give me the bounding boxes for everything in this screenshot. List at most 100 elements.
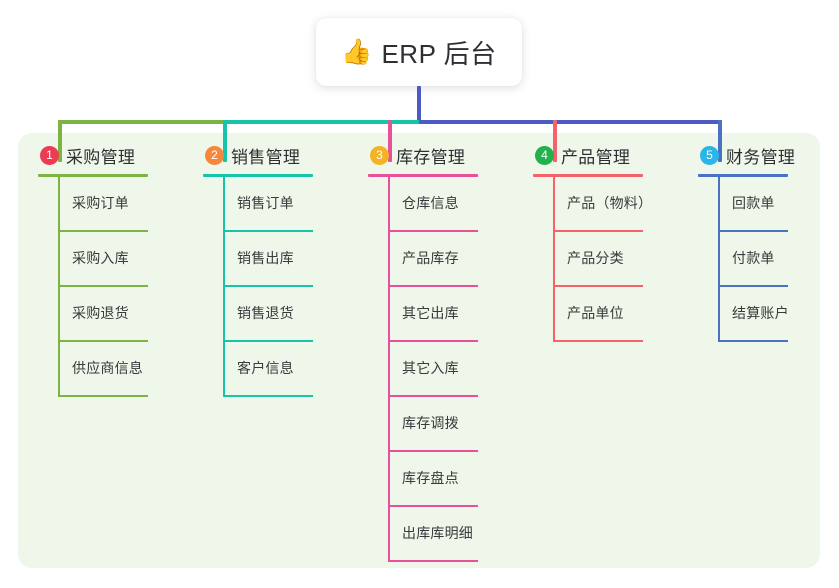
list-item-label: 其它入库 <box>402 360 459 376</box>
column-badge-3: 3 <box>370 145 389 165</box>
list-item[interactable]: 付款单 <box>698 232 828 287</box>
list-item[interactable]: 出库库明细 <box>368 507 518 562</box>
root-connector-vertical <box>417 86 421 124</box>
list-item-label: 产品分类 <box>567 250 624 266</box>
list-item-rule <box>718 285 788 287</box>
list-item-rule <box>223 285 313 287</box>
diagram-panel <box>18 133 820 568</box>
thumbs-up-icon: 👍 <box>341 37 373 66</box>
list-item-rule <box>223 230 313 232</box>
list-item-rule <box>553 230 643 232</box>
column-header-rule-2 <box>203 174 313 177</box>
list-item-label: 仓库信息 <box>402 195 459 211</box>
list-item-rule <box>388 505 478 507</box>
list-item[interactable]: 产品（物料） <box>533 177 683 232</box>
column-3: 3 库存管理仓库信息产品库存其它出库其它入库库存调拨库存盘点出库库明细 <box>368 143 518 562</box>
list-item-rule <box>58 285 148 287</box>
column-4: 4 产品管理产品（物料） 产品分类产品单位 <box>533 143 683 342</box>
list-item-label: 采购入库 <box>72 250 129 266</box>
column-2: 2 销售管理销售订单销售出库销售退货客户信息 <box>203 143 353 397</box>
list-item[interactable]: 销售退货 <box>203 287 353 342</box>
list-item-label: 采购退货 <box>72 305 129 321</box>
list-item[interactable]: 采购订单 <box>38 177 188 232</box>
column-drop-2 <box>223 120 227 162</box>
list-item[interactable]: 库存盘点 <box>368 452 518 507</box>
column-1: 1 采购管理采购订单采购入库采购退货供应商信息 <box>38 143 188 397</box>
column-spine-1 <box>58 177 60 397</box>
list-item-label: 回款单 <box>732 195 775 211</box>
column-badge-4: 4 <box>535 145 554 165</box>
bus-segment-1 <box>58 120 227 124</box>
list-item-rule <box>388 285 478 287</box>
column-drop-3 <box>388 120 392 162</box>
list-item-rule <box>223 340 313 342</box>
column-body-1: 采购订单采购入库采购退货供应商信息 <box>38 177 188 397</box>
column-badge-5: 5 <box>700 145 719 165</box>
list-item[interactable]: 销售订单 <box>203 177 353 232</box>
list-item-label: 销售出库 <box>237 250 294 266</box>
list-item-rule <box>58 340 148 342</box>
list-item-rule <box>58 395 148 397</box>
column-title-1: 采购管理 <box>66 147 136 167</box>
list-item-rule <box>388 560 478 562</box>
column-header-4[interactable]: 4 产品管理 <box>533 143 683 167</box>
column-title-2: 销售管理 <box>231 147 301 167</box>
column-spine-2 <box>223 177 225 397</box>
list-item[interactable]: 库存调拨 <box>368 397 518 452</box>
list-item[interactable]: 其它出库 <box>368 287 518 342</box>
root-node-card: 👍 ERP 后台 <box>316 18 522 86</box>
list-item-label: 销售退货 <box>237 305 294 321</box>
column-header-rule-1 <box>38 174 148 177</box>
column-title-3: 库存管理 <box>396 147 466 167</box>
column-header-3[interactable]: 3 库存管理 <box>368 143 518 167</box>
list-item[interactable]: 其它入库 <box>368 342 518 397</box>
column-header-1[interactable]: 1 采购管理 <box>38 143 188 167</box>
list-item-label: 供应商信息 <box>72 360 143 376</box>
column-spine-3 <box>388 177 390 562</box>
column-header-2[interactable]: 2 销售管理 <box>203 143 353 167</box>
list-item[interactable]: 产品库存 <box>368 232 518 287</box>
column-drop-1 <box>58 120 62 162</box>
list-item-rule <box>388 340 478 342</box>
list-item-label: 库存盘点 <box>402 470 459 486</box>
column-drop-5 <box>718 120 722 162</box>
list-item-rule <box>388 230 478 232</box>
list-item-label: 库存调拨 <box>402 415 459 431</box>
column-header-rule-5 <box>698 174 788 177</box>
column-badge-1: 1 <box>40 145 59 165</box>
column-drop-4 <box>553 120 557 162</box>
list-item-label: 销售订单 <box>237 195 294 211</box>
column-body-2: 销售订单销售出库销售退货客户信息 <box>203 177 353 397</box>
list-item-label: 采购订单 <box>72 195 129 211</box>
list-item-rule <box>553 340 643 342</box>
list-item-label: 产品（物料） <box>567 195 653 211</box>
list-item-rule <box>718 340 788 342</box>
list-item[interactable]: 采购退货 <box>38 287 188 342</box>
column-body-3: 仓库信息产品库存其它出库其它入库库存调拨库存盘点出库库明细 <box>368 177 518 562</box>
list-item[interactable]: 结算账户 <box>698 287 828 342</box>
list-item-label: 结算账户 <box>732 305 789 321</box>
column-title-4: 产品管理 <box>561 147 631 167</box>
page-title: ERP 后台 <box>381 38 497 69</box>
list-item[interactable]: 回款单 <box>698 177 828 232</box>
list-item-label: 客户信息 <box>237 360 294 376</box>
list-item[interactable]: 销售出库 <box>203 232 353 287</box>
bus-segment-3 <box>419 120 557 124</box>
list-item[interactable]: 供应商信息 <box>38 342 188 397</box>
list-item-label: 出库库明细 <box>402 525 473 541</box>
column-spine-5 <box>718 177 720 342</box>
list-item[interactable]: 仓库信息 <box>368 177 518 232</box>
list-item[interactable]: 客户信息 <box>203 342 353 397</box>
column-spine-4 <box>553 177 555 342</box>
column-badge-2: 2 <box>205 145 224 165</box>
list-item-rule <box>388 450 478 452</box>
list-item-rule <box>58 230 148 232</box>
list-item-rule <box>553 285 643 287</box>
list-item[interactable]: 产品分类 <box>533 232 683 287</box>
list-item[interactable]: 采购入库 <box>38 232 188 287</box>
list-item-label: 产品单位 <box>567 305 624 321</box>
column-header-rule-3 <box>368 174 478 177</box>
list-item[interactable]: 产品单位 <box>533 287 683 342</box>
